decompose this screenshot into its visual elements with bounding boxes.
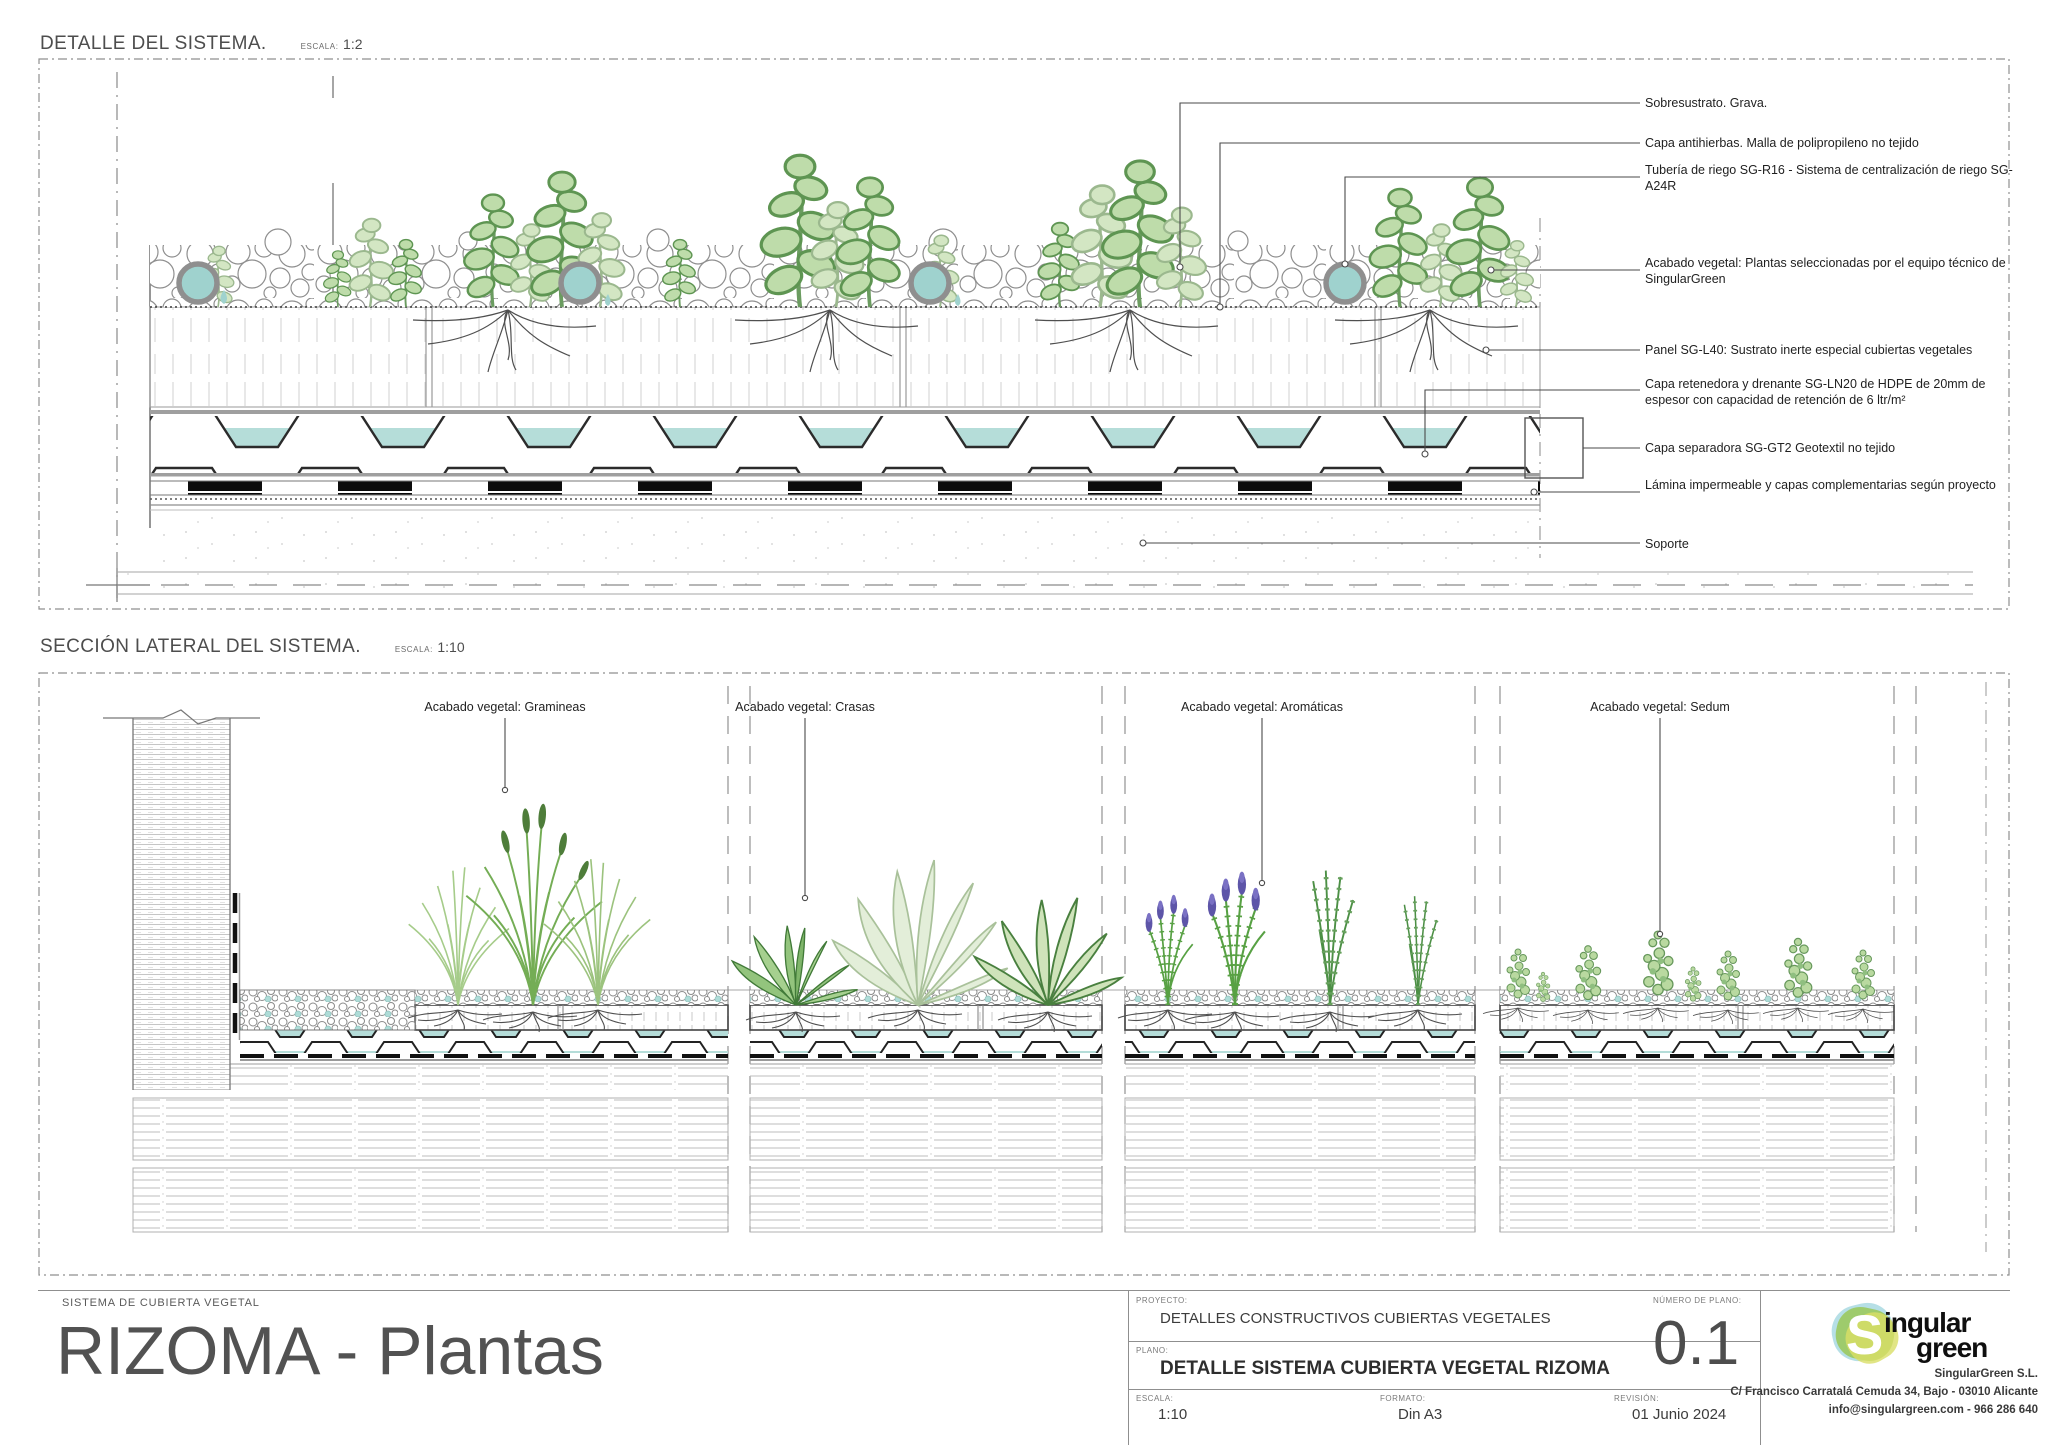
brand-contact: info@singulargreen.com - 966 286 640 [1828,1404,2038,1416]
plan-number-label: NÚMERO DE PLANO: [1653,1296,1742,1305]
titleblock-divider-2 [1760,1290,1761,1445]
logo-letter-s: S [1846,1303,1883,1366]
detail-box-border [38,58,2010,610]
substrate-layer [149,306,1541,408]
zone-leader-lines [501,718,1664,938]
sheet-title: RIZOMA - Plantas [56,1313,604,1389]
plan-value: DETALLE SISTEMA CUBIERTA VEGETAL RIZOMA [1160,1358,1611,1379]
callout-acabado-vegetal: Acabado vegetal: Plantas seleccionadas p… [1645,256,2006,286]
zone-label-crasas: Acabado vegetal: Crasas [735,700,875,714]
drainage-layer [150,410,1540,477]
detail-scale-value: 1:2 [343,36,363,52]
plants-aromaticas [1146,871,1439,1005]
detail-scale-label: ESCALA: [300,42,339,51]
logo-blob [1831,1302,1899,1364]
brand-company: SingularGreen S.L. [1934,1368,2038,1380]
wall [103,709,260,1090]
singulargreen-logo: S ingular green [1831,1302,1988,1366]
format-field-value: Din A3 [1398,1406,1443,1423]
roof-buildup [239,989,1895,1061]
plants-crasas [731,859,1123,1006]
scale-field-label: ESCALA: [1136,1394,1174,1403]
irrigation-pipes [176,261,1367,306]
callout-sobresustrato: Sobresustrato. Grava. [1645,96,1768,110]
logo-word-bottom: green [1916,1332,1987,1363]
callout-lamina-impermeable: Lámina impermeable y capas complementari… [1645,478,1996,492]
project-value: DETALLES CONSTRUCTIVOS CUBIERTAS VEGETAL… [1160,1310,1551,1327]
titleblock-divider-1 [1128,1290,1129,1445]
slab-support [132,1063,1895,1233]
callout-leader-lines [1139,102,1640,547]
system-label: SISTEMA DE CUBIERTA VEGETAL [62,1297,260,1309]
logo-word-top: ingular [1884,1307,1971,1338]
detail-section-title: DETALLE DEL SISTEMA. [40,33,267,54]
format-field-label: FORMATO: [1380,1394,1426,1403]
zone-label-aromaticas: Acabado vegetal: Aromáticas [1181,700,1343,714]
lateral-scale-label: ESCALA: [394,645,433,654]
plan-label: PLANO: [1136,1346,1169,1355]
lateral-scale-value: 1:10 [437,639,465,655]
callout-panel-sustrato: Panel SG-L40: Sustrato inerte especial c… [1645,343,1973,357]
brand-address: C/ Francisco Carratalá Cemuda 34, Bajo -… [1730,1386,2038,1398]
revision-field-label: REVISIÓN: [1614,1394,1659,1403]
zone-label-gramineas: Acabado vegetal: Gramineas [424,700,586,714]
zone-label-sedum: Acabado vegetal: Sedum [1590,700,1730,714]
titleblock-rule-project [1128,1341,1760,1342]
revision-field-value: 01 Junio 2024 [1632,1406,1727,1423]
callout-soporte: Soporte [1645,537,1689,551]
plants-gramineas [407,803,652,1006]
titleblock-top-rule [38,1290,2010,1291]
titleblock-rule-plan [1128,1389,1760,1390]
detail-drawing [38,58,2010,610]
callout-tuberia-riego: Tubería de riego SG-R16 - Sistema de cen… [1645,163,2013,193]
scale-field-value: 1:10 [1158,1406,1188,1423]
plan-number-value: 0.1 [1653,1309,1740,1378]
callout-capa-separadora: Capa separadora SG-GT2 Geotextil no teji… [1645,441,1896,455]
membrane-layer [150,480,1540,496]
callout-antihierbas: Capa antihierbas. Malla de polipropileno… [1645,136,1919,150]
support-layer [117,498,1973,595]
callout-capa-retenedora: Capa retenedora y drenante SG-LN20 de HD… [1645,377,1986,407]
lateral-drawing [38,672,2010,1276]
project-label: PROYECTO: [1136,1296,1188,1305]
lateral-box-border [38,672,2010,1276]
lateral-section-title: SECCIÓN LATERAL DEL SISTEMA. [40,636,361,657]
